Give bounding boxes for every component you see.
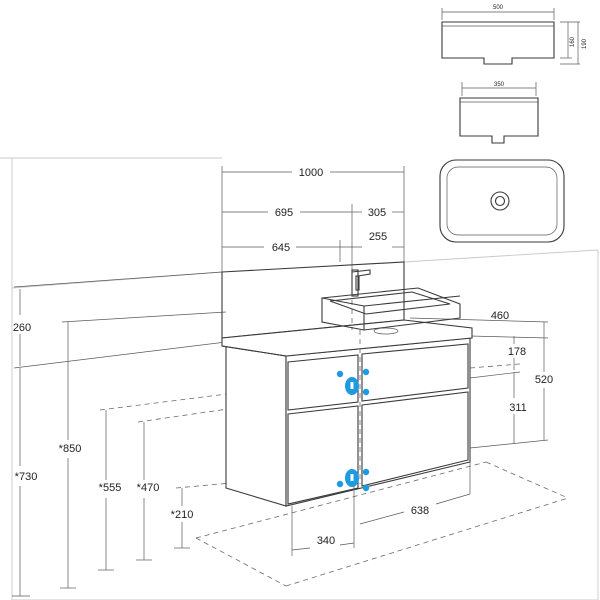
basin-height-160-label: 160 <box>570 36 576 47</box>
height-260-label: 260 <box>13 322 31 334</box>
height-311-label: 311 <box>509 402 527 414</box>
floor-outline <box>195 461 569 587</box>
basin-front-view: 500 160 190 <box>441 5 588 65</box>
width-340-label: 340 <box>317 535 335 547</box>
height-730-label: *730 <box>15 471 38 483</box>
basin-plan-view <box>439 159 565 243</box>
marker-dot <box>362 388 370 396</box>
vanity-unit <box>221 261 473 507</box>
marker-dot <box>336 370 344 378</box>
marker-dot <box>362 468 370 476</box>
marker-dot <box>362 368 370 376</box>
height-210-label: *210 <box>171 509 194 521</box>
width-1000-label: 1000 <box>299 167 323 179</box>
marker-dot <box>362 484 370 492</box>
marker-dot <box>336 480 344 488</box>
basin-section-view: 350 <box>459 82 539 144</box>
height-470-label: *470 <box>137 482 160 494</box>
connection-markers <box>336 368 370 492</box>
basin-height-190-label: 190 <box>582 38 588 49</box>
width-255-label: 255 <box>369 231 387 243</box>
height-555-label: *555 <box>99 482 122 494</box>
top-dimensions: 1000 695 305 645 255 <box>221 166 405 272</box>
perspective-frame <box>0 157 599 600</box>
bottom-dimensions: 340 638 <box>291 462 471 556</box>
basin-depth-label: 350 <box>494 82 505 88</box>
height-178-label: 178 <box>508 346 526 358</box>
width-695-label: 695 <box>275 207 293 219</box>
basin-width-label: 500 <box>493 5 504 11</box>
width-305-label: 305 <box>368 207 386 219</box>
right-dimensions: 460 178 311 520 <box>409 310 553 449</box>
height-520-label: 520 <box>535 374 553 386</box>
width-645-label: 645 <box>272 242 290 254</box>
width-638-label: 638 <box>411 505 429 517</box>
depth-460-label: 460 <box>491 310 509 322</box>
height-850-label: *850 <box>59 443 82 455</box>
